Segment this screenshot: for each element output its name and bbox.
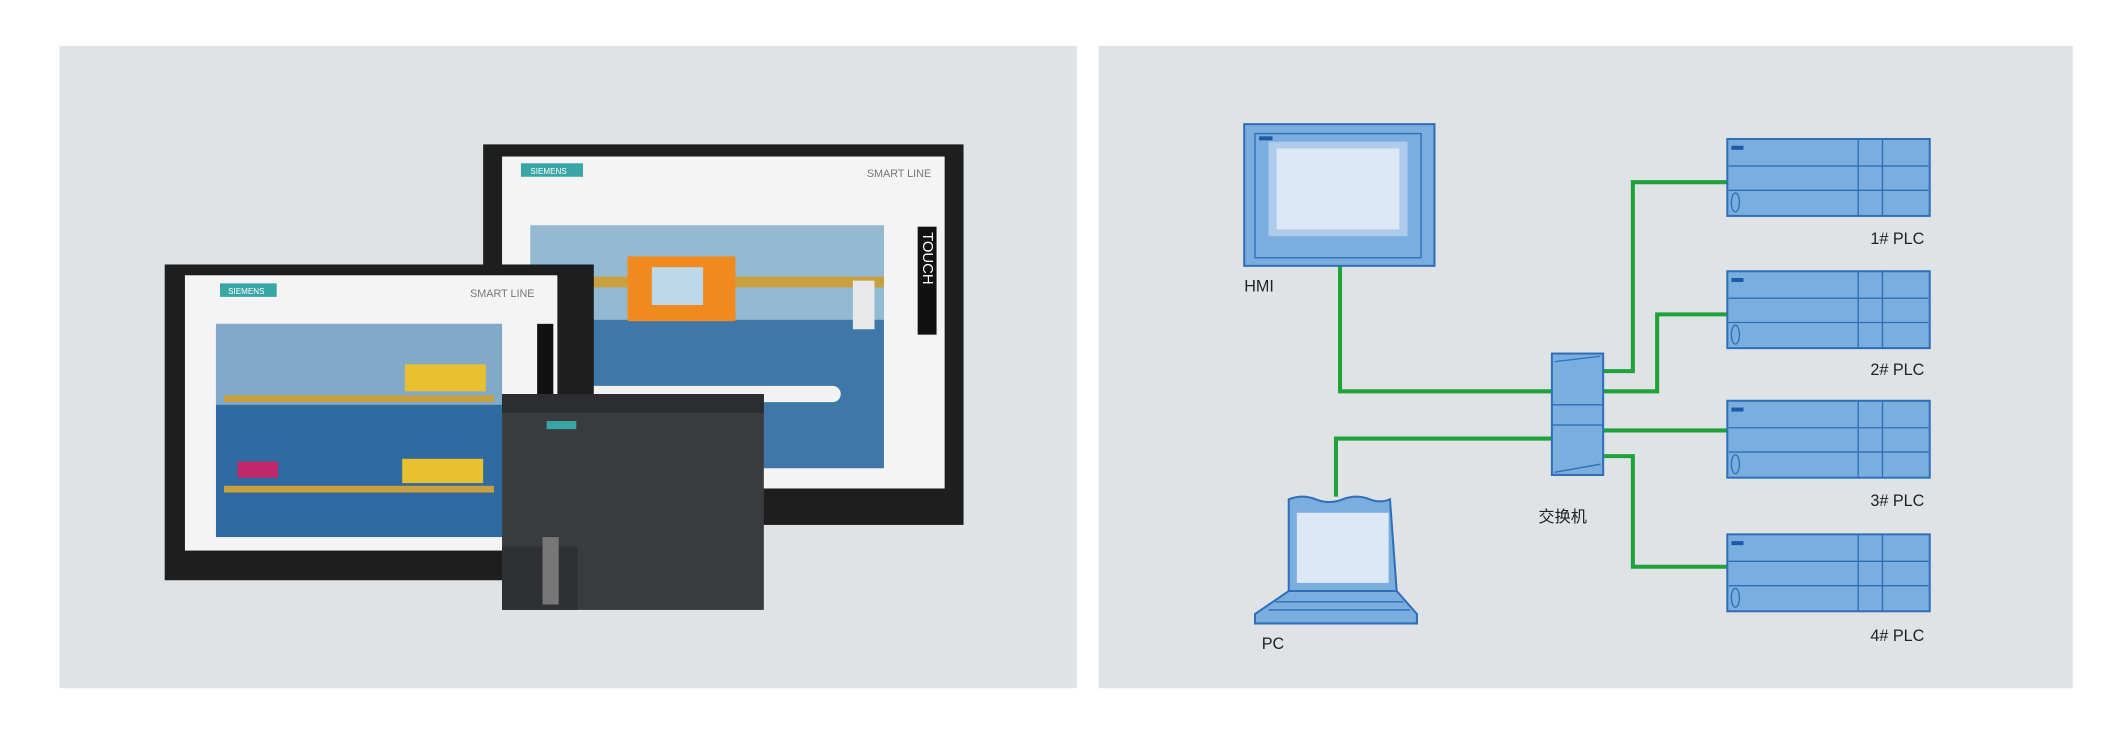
- smart-line-text: SMART LINE: [867, 168, 931, 180]
- pc-label: PC: [1262, 635, 1285, 653]
- link-plc2: [1603, 312, 1731, 394]
- link-plc4: [1603, 454, 1731, 569]
- switch-label: 交换机: [1538, 508, 1587, 526]
- pc-laptop-icon: [1254, 495, 1418, 625]
- smart-line-text-small: SMART LINE: [470, 288, 534, 300]
- hmi-label: HMI: [1244, 277, 1274, 295]
- link-hmi: [1338, 264, 1552, 394]
- touch-text: TOUCH: [919, 232, 935, 284]
- network-diagram-panel: HMI 交换机 PC: [1098, 45, 2073, 689]
- ethernet-links: [1333, 180, 1731, 569]
- link-pc: [1333, 436, 1552, 497]
- small-hmi-panel: SIEMENS SMART LINE: [164, 264, 594, 581]
- plc-1-icon: [1726, 137, 1931, 217]
- plc-3-icon: [1726, 399, 1931, 479]
- plc-1-label: 1# PLC: [1870, 230, 1924, 248]
- siemens-logo: SIEMENS: [530, 167, 567, 176]
- plc-2-label: 2# PLC: [1870, 361, 1924, 379]
- switch-icon: [1550, 352, 1605, 477]
- siemens-logo-small: SIEMENS: [228, 287, 265, 296]
- plc-device: [502, 394, 764, 610]
- plc-3-label: 3# PLC: [1870, 492, 1924, 510]
- plc-2-icon: [1726, 270, 1931, 350]
- plc-4-label: 4# PLC: [1870, 627, 1924, 645]
- hmi-icon: [1243, 123, 1436, 267]
- link-plc1: [1603, 180, 1731, 374]
- plc-4-icon: [1726, 533, 1931, 613]
- product-photo-panel: SIEMENS SMART LINE TOUCH SIEMENS SMART L…: [59, 45, 1077, 689]
